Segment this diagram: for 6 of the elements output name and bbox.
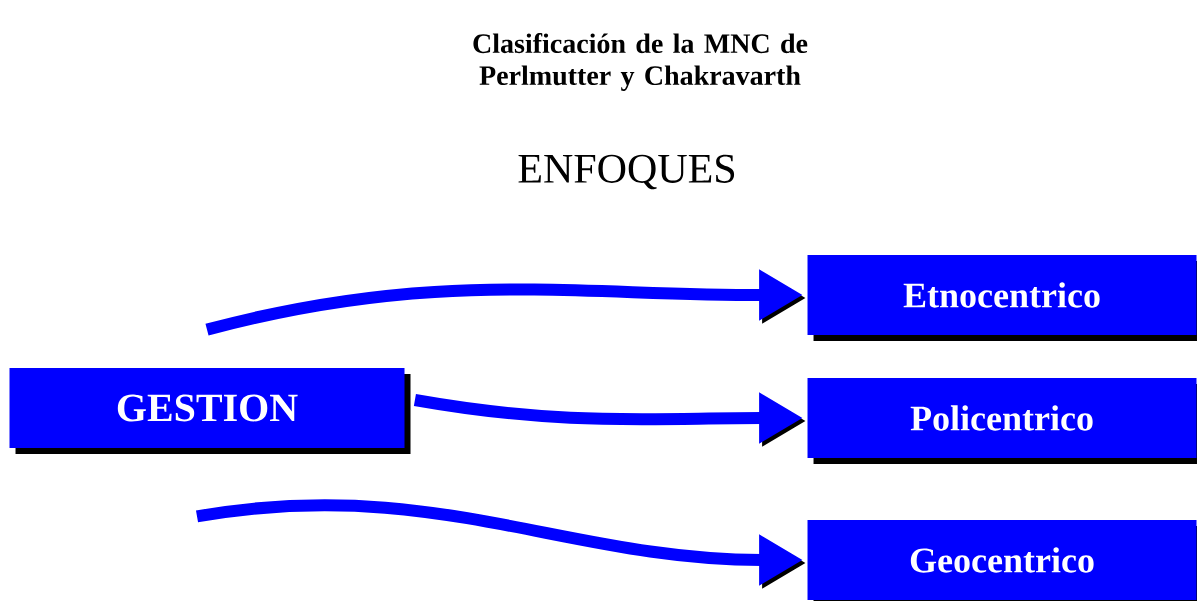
title: Clasificación de la MNC de Perlmutter y Chakravarth — [473, 33, 808, 91]
heading: ENFOQUES — [518, 154, 735, 190]
label-box: Policentrico — [807, 378, 1197, 464]
label-box: Geocentrico — [807, 520, 1197, 601]
label-box: GESTION — [9, 368, 411, 454]
label-box: Etnocentrico — [807, 255, 1197, 341]
